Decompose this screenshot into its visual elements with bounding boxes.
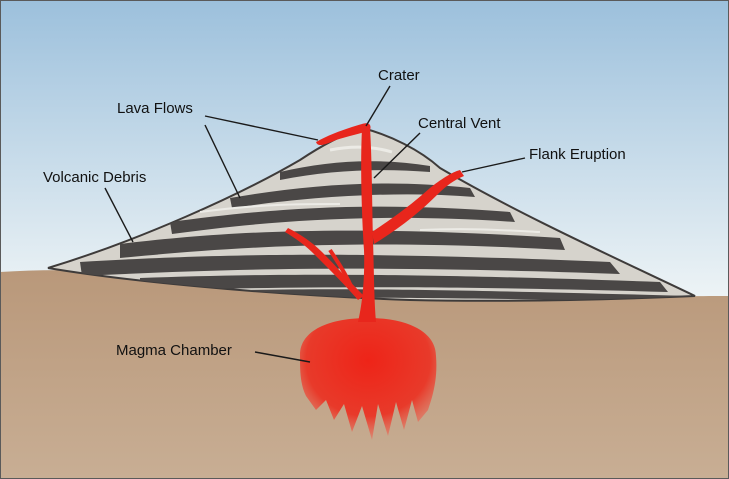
crater-lava xyxy=(316,123,371,146)
magma-system xyxy=(285,123,464,440)
label-magma-chamber: Magma Chamber xyxy=(116,342,232,359)
label-volcanic-debris: Volcanic Debris xyxy=(43,169,146,186)
side-branch xyxy=(285,228,364,300)
magma-chamber xyxy=(300,318,437,440)
label-central-vent: Central Vent xyxy=(418,115,501,132)
central-vent xyxy=(358,128,376,322)
label-lava-flows: Lava Flows xyxy=(117,100,193,117)
flank-branch xyxy=(372,170,464,244)
label-flank-eruption: Flank Eruption xyxy=(529,146,626,163)
label-crater: Crater xyxy=(378,67,420,84)
leader-lines xyxy=(104,85,526,363)
